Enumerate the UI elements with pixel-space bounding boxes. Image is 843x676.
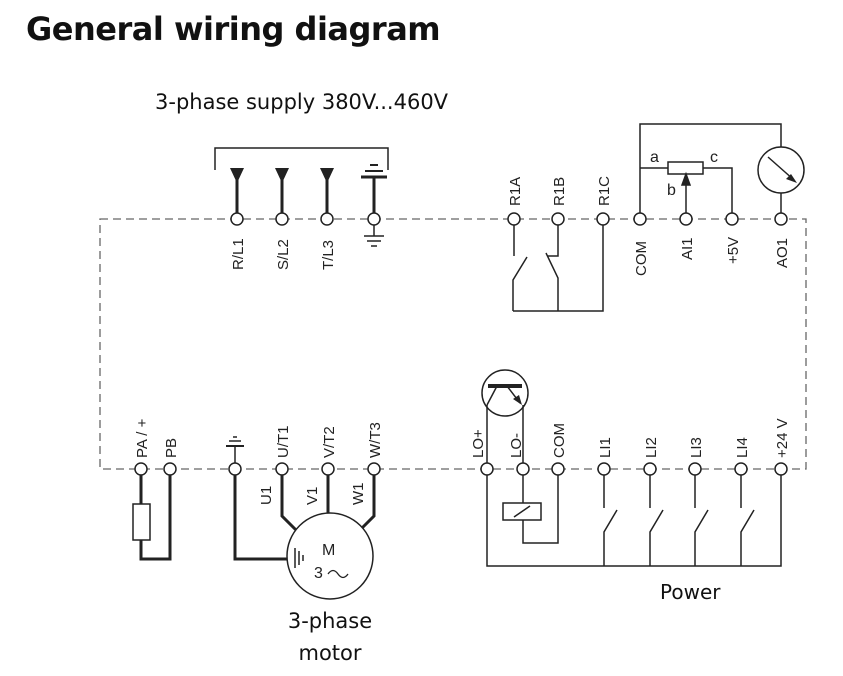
terminal-label-com-top: COM	[633, 241, 650, 276]
page-title: General wiring diagram	[26, 10, 441, 48]
drive-boundary	[99, 218, 807, 470]
motor-ground-icon	[226, 436, 244, 463]
terminal-top-4	[507, 212, 521, 226]
winding-label-v1: V1	[304, 487, 321, 505]
terminal-label-ao1: AO1	[774, 238, 791, 268]
power-label: Power	[660, 580, 721, 604]
motor-letter: M	[322, 542, 335, 559]
terminal-bottom-8	[551, 462, 565, 476]
terminal-label-lo-minus: LO-	[508, 433, 525, 458]
pot-label-a: a	[650, 149, 659, 166]
supply-line-l2	[275, 168, 289, 213]
terminal-bottom-7	[516, 462, 530, 476]
terminal-label-s-l2: S/L2	[275, 239, 292, 270]
terminal-label-v-t2: V/T2	[321, 426, 338, 458]
terminal-bottom-6	[480, 462, 494, 476]
terminal-label-u-t1: U/T1	[275, 425, 292, 458]
terminal-top-5	[551, 212, 565, 226]
terminal-bottom-2	[228, 462, 242, 476]
terminal-label-ai1: AI1	[679, 237, 696, 260]
terminal-label-t-l3: T/L3	[320, 240, 337, 270]
terminal-group	[134, 212, 788, 476]
motor-wiring	[233, 475, 376, 561]
terminal-bottom-0	[134, 462, 148, 476]
terminal-top-8	[679, 212, 693, 226]
logic-wiring	[486, 405, 782, 567]
terminal-label-5v: +5V	[725, 237, 742, 264]
terminal-top-1	[275, 212, 289, 226]
supply-ground-icon	[361, 164, 387, 247]
terminal-label-w-t3: W/T3	[367, 422, 384, 458]
terminal-label-r1c: R1C	[596, 176, 613, 206]
terminal-bottom-3	[275, 462, 289, 476]
terminal-bottom-1	[163, 462, 177, 476]
pot-label-c: c	[710, 149, 718, 166]
winding-label-u1: U1	[258, 486, 275, 505]
logic-input-switches	[603, 475, 755, 566]
motor-caption-line2: motor	[298, 641, 362, 665]
terminal-label-li3: LI3	[688, 437, 705, 458]
terminal-label-24v: +24 V	[774, 418, 791, 458]
terminal-label-li1: LI1	[597, 437, 614, 458]
motor-phase-count: 3	[314, 565, 323, 582]
terminal-top-0	[230, 212, 244, 226]
terminal-bottom-10	[643, 462, 657, 476]
supply-line-l1	[230, 168, 244, 213]
winding-label-w1: W1	[350, 483, 367, 506]
terminal-bottom-13	[774, 462, 788, 476]
terminal-label-r1a: R1A	[507, 177, 524, 206]
pot-label-b: b	[667, 182, 676, 199]
ac-wave-icon	[327, 569, 349, 579]
terminal-label-com-bottom: COM	[551, 423, 568, 458]
motor-icon: M 3	[286, 512, 374, 600]
terminal-top-9	[725, 212, 739, 226]
terminal-label-pa: PA / +	[134, 418, 151, 458]
terminal-label-lo-plus: LO+	[470, 429, 487, 458]
supply-bracket	[214, 147, 389, 170]
terminal-bottom-11	[688, 462, 702, 476]
terminal-bottom-4	[321, 462, 335, 476]
terminal-top-7	[633, 212, 647, 226]
braking-resistor	[132, 475, 172, 561]
supply-line-l3	[320, 168, 334, 213]
transistor-icon	[481, 369, 529, 417]
motor-caption-line1: 3-phase	[287, 609, 373, 633]
terminal-top-10	[774, 212, 788, 226]
terminal-label-r-l1: R/L1	[230, 238, 247, 270]
terminal-bottom-12	[734, 462, 748, 476]
terminal-label-r1b: R1B	[551, 177, 568, 206]
terminal-bottom-5	[367, 462, 381, 476]
motor-caption: 3-phase motor	[270, 605, 390, 669]
terminal-label-pb: PB	[163, 438, 180, 458]
terminal-top-3	[367, 212, 381, 226]
potentiometer-icon	[639, 123, 782, 213]
terminal-top-2	[320, 212, 334, 226]
terminal-label-li2: LI2	[643, 437, 660, 458]
supply-label: 3-phase supply 380V...460V	[155, 90, 449, 114]
terminal-label-li4: LI4	[734, 437, 751, 458]
terminal-bottom-9	[597, 462, 611, 476]
terminal-top-6	[596, 212, 610, 226]
meter-icon	[757, 146, 805, 213]
relay-contacts	[512, 225, 604, 312]
